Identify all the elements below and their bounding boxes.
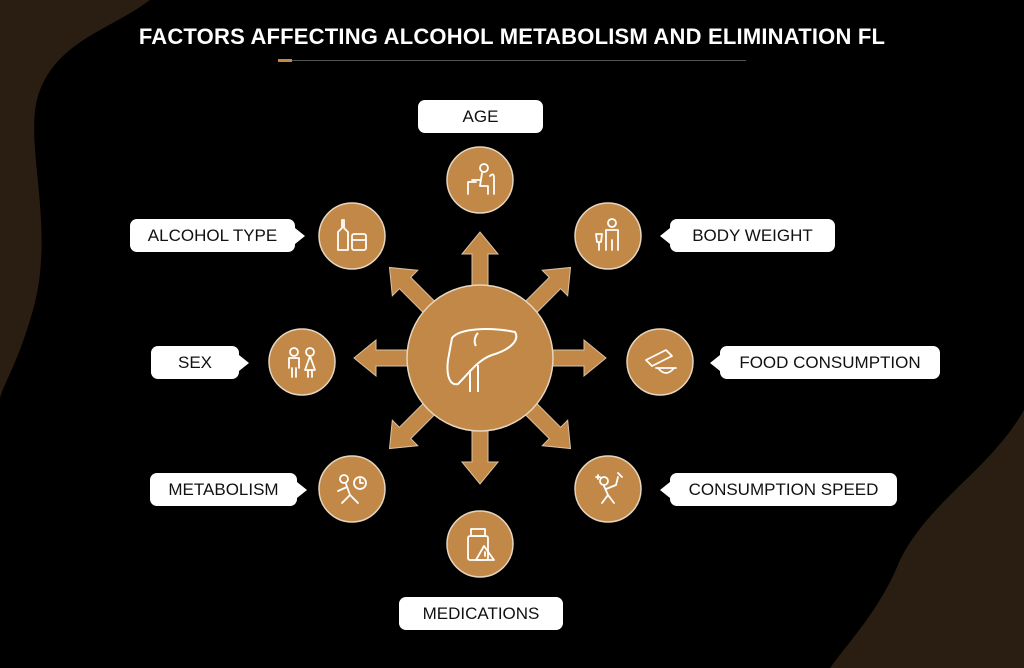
elderly-person-icon xyxy=(467,163,495,195)
person-weight-icon xyxy=(595,218,619,251)
factor-node-medications xyxy=(446,510,514,578)
factor-node-body-weight xyxy=(574,202,642,270)
title-underline xyxy=(278,59,746,62)
bottle-glass-icon xyxy=(337,219,367,251)
background-blob-bottom-right xyxy=(830,410,1024,668)
factor-node-alcohol-type xyxy=(318,202,386,270)
factor-label-sex: SEX xyxy=(151,346,249,379)
running-stopwatch-icon xyxy=(337,474,367,504)
factor-label-metabolism: METABOLISM xyxy=(150,473,307,506)
page-title: FACTORS AFFECTING ALCOHOL METABOLISM AND… xyxy=(138,24,886,49)
factor-node-consumption-speed xyxy=(574,455,642,523)
factor-label-age: AGE xyxy=(418,100,543,133)
factor-label-medications: MEDICATIONS xyxy=(399,597,563,630)
male-female-icon xyxy=(288,347,316,378)
factor-label-alcohol-type: ALCOHOL TYPE xyxy=(130,219,305,252)
food-bowl-icon xyxy=(645,349,677,374)
liver-icon xyxy=(446,328,518,392)
factor-label-body-weight: BODY WEIGHT xyxy=(660,219,835,252)
factor-node-food-consumption xyxy=(626,328,694,396)
center-circle xyxy=(406,284,554,432)
factor-node-metabolism xyxy=(318,455,386,523)
factor-label-food-consumption: FOOD CONSUMPTION xyxy=(710,346,940,379)
factor-node-sex xyxy=(268,328,336,396)
factor-label-consumption-speed: CONSUMPTION SPEED xyxy=(660,473,897,506)
factor-node-age xyxy=(446,146,514,214)
medication-warning-icon xyxy=(467,528,495,561)
drinking-person-icon xyxy=(595,472,623,504)
